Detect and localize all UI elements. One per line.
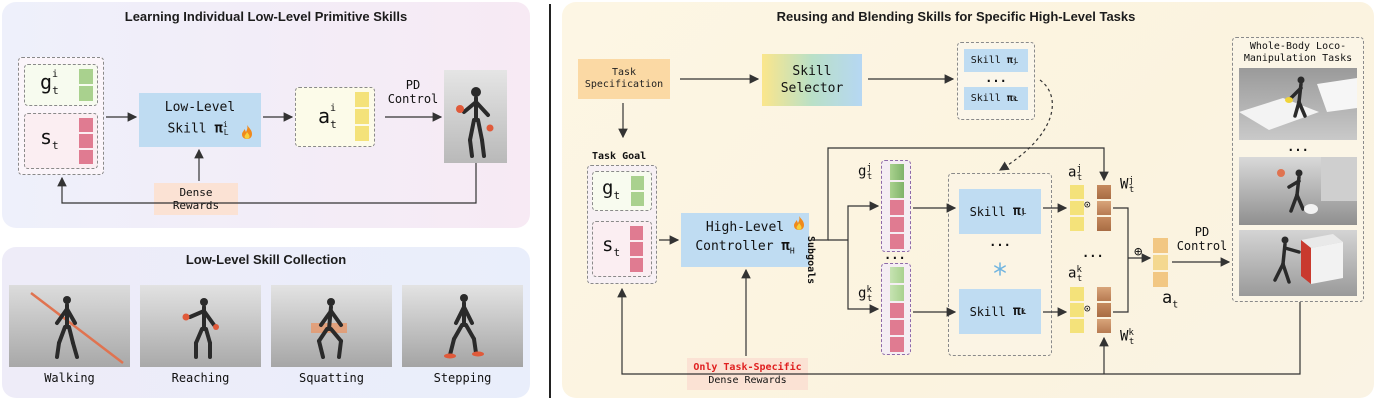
- action-k-label: akt: [1068, 265, 1083, 285]
- reaching-label: Reaching: [171, 371, 230, 385]
- fire-icon: [242, 125, 252, 139]
- action-j-cell: [1070, 201, 1084, 215]
- primitive-skills-title: Learning Individual Low-Level Primitive …: [124, 9, 408, 24]
- action-k-cell: [1070, 303, 1084, 317]
- weight-k-cell: [1097, 303, 1111, 317]
- left-top-arrows: [57, 112, 477, 204]
- subgoal-k-goal-cell: [890, 285, 904, 301]
- subgoal-dots: ...: [884, 248, 906, 262]
- weight-k-cell: [1097, 319, 1111, 333]
- hl-goal-vector-cell: [631, 176, 644, 190]
- weight-j-cell: [1097, 201, 1111, 215]
- state-vector-cell: [79, 150, 93, 164]
- action-vector-cell: [355, 109, 369, 124]
- task-specific-rewards-line1: Only Task-Specific: [693, 362, 802, 373]
- task-ball-photo: [1239, 157, 1357, 225]
- high-level-title: Reusing and Blending Skills for Specific…: [776, 9, 1136, 24]
- oplus-symbol: ⊕: [1134, 244, 1143, 260]
- action-vector-cell: [355, 126, 369, 141]
- skill-collection-title: Low-Level Skill Collection: [185, 252, 347, 267]
- subgoal-j-state-cell: [890, 200, 904, 215]
- action-j-cell: [1070, 185, 1084, 199]
- state-label: st: [40, 125, 59, 152]
- goal-vector-cell: [79, 69, 93, 84]
- high-level-controller-box: High-Level Controller πH: [681, 213, 809, 267]
- stepping-label: Stepping: [433, 371, 492, 385]
- high-level-goal-label: gt: [602, 177, 621, 202]
- squatting-photo: [271, 285, 392, 367]
- panel-divider: [549, 4, 551, 398]
- walking-label: Walking: [44, 371, 95, 385]
- fire-icon: [794, 216, 804, 230]
- subgoal-k-state-cell: [890, 320, 904, 335]
- tasks-dots: ...: [1287, 140, 1309, 154]
- subgoal-j-state-cell: [890, 217, 904, 232]
- subgoal-k-label: gkt: [858, 285, 873, 305]
- high-level-state-label: st: [602, 234, 621, 259]
- final-action-cell: [1153, 272, 1168, 287]
- subgoal-j-goal-cell: [890, 164, 904, 180]
- tasks-title: Whole-Body Loco-Manipulation Tasks: [1243, 41, 1353, 64]
- task-goal-label: Task Goal: [592, 151, 647, 162]
- odot-j: ⊙: [1084, 198, 1091, 211]
- action-dots: ...: [1082, 246, 1104, 260]
- action-j-cell: [1070, 217, 1084, 231]
- squatting-label: Squatting: [298, 371, 365, 385]
- reaching-photo: [140, 285, 261, 367]
- final-action-cell: [1153, 255, 1168, 270]
- state-vector-cell: [79, 134, 93, 148]
- low-level-skill-line1: Low-Level: [164, 99, 236, 115]
- weight-k-cell: [1097, 287, 1111, 301]
- subgoal-k-goal-cell: [890, 267, 904, 283]
- subgoal-j-state-cell: [890, 234, 904, 249]
- walking-photo: [9, 285, 130, 367]
- final-action-label: at: [1162, 288, 1179, 311]
- subgoal-j-label: gjt: [858, 163, 873, 183]
- stepping-photo: [402, 285, 523, 367]
- subgoal-k-state-cell: [890, 303, 904, 318]
- state-vector-cell: [79, 118, 93, 132]
- action-label: ait: [318, 103, 337, 131]
- low-level-skill-box: Low-Level Skill πiL: [139, 93, 261, 147]
- hl-state-vector-cell: [630, 242, 643, 256]
- skills-dots: ...: [989, 235, 1011, 249]
- weight-j-cell: [1097, 217, 1111, 231]
- task-specific-rewards-line2: Dense Rewards: [708, 375, 787, 386]
- low-level-skill-line2: Skill πiL: [167, 119, 229, 138]
- final-action-cell: [1153, 238, 1168, 253]
- task-table-photo: [1239, 68, 1357, 140]
- hl-state-vector-cell: [630, 226, 643, 240]
- action-k-cell: [1070, 287, 1084, 301]
- action-vector-cell: [355, 92, 369, 107]
- action-j-label: ajt: [1068, 164, 1083, 184]
- goal-vector-cell: [79, 86, 93, 101]
- subgoal-j-goal-cell: [890, 182, 904, 198]
- snowflake-icon: [994, 262, 1006, 276]
- goal-label: git: [40, 69, 59, 97]
- robot-pd-photo: [444, 70, 507, 163]
- odot-k: ⊙: [1084, 302, 1091, 315]
- action-k-cell: [1070, 319, 1084, 333]
- weight-j-cell: [1097, 185, 1111, 199]
- subgoal-k-state-cell: [890, 337, 904, 352]
- weight-j-label: Wjt: [1120, 176, 1135, 196]
- hl-goal-vector-cell: [631, 192, 644, 206]
- weight-k-label: Wkt: [1120, 328, 1135, 348]
- hl-state-vector-cell: [630, 258, 643, 272]
- task-box-photo: [1239, 230, 1357, 296]
- library-dots: ...: [985, 71, 1007, 85]
